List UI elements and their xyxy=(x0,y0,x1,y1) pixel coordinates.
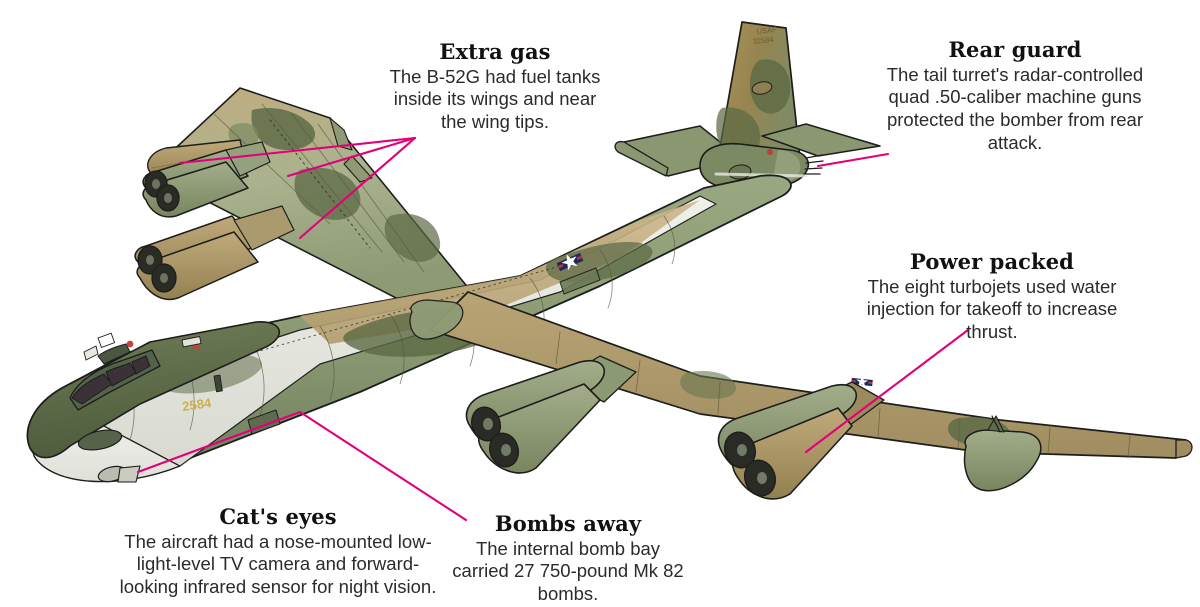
leader-extra-gas-b xyxy=(286,136,417,178)
leader-rear-guard xyxy=(816,152,890,168)
callout-body-power-packed: The eight turbojets used water injection… xyxy=(866,275,1118,343)
leader-extra-gas-a xyxy=(298,136,417,240)
right-outrigger-pod xyxy=(963,415,1042,492)
fuselage-star-insignia xyxy=(556,252,584,272)
leader-bombs-away xyxy=(298,410,468,522)
nose-serial: 2584 xyxy=(181,395,212,414)
callout-extra-gas: Extra gas The B-52G had fuel tanks insid… xyxy=(380,40,610,134)
callout-title-power-packed: Power packed xyxy=(910,249,1074,274)
callout-title-rear-guard: Rear guard xyxy=(948,37,1082,62)
callout-rear-guard: Rear guard The tail turret's radar-contr… xyxy=(880,38,1150,155)
callout-title-extra-gas: Extra gas xyxy=(439,39,551,64)
tail-marking-serial: 32584 xyxy=(752,35,774,46)
callout-body-extra-gas: The B-52G had fuel tanks inside its wing… xyxy=(389,65,601,133)
callout-body-rear-guard: The tail turret's radar-controlled quad … xyxy=(886,63,1144,154)
callout-body-bombs-away: The internal bomb bay carried 27 750-pou… xyxy=(452,537,684,605)
callout-title-bombs-away: Bombs away xyxy=(494,511,642,536)
callout-body-cats-eyes: The aircraft had a nose-mounted low-ligh… xyxy=(119,530,437,598)
fuselage: 2584 xyxy=(26,174,792,483)
tail-marking-usaf: USAF xyxy=(756,25,777,36)
callout-power-packed: Power packed The eight turbojets used wa… xyxy=(842,250,1142,344)
left-engine-pod-inner xyxy=(134,205,295,301)
callout-cats-eyes: Cat's eyes The aircraft had a nose-mount… xyxy=(113,505,443,599)
left-outrigger-pod xyxy=(409,299,464,340)
right-engine-pod-outer xyxy=(717,381,885,500)
callout-title-cats-eyes: Cat's eyes xyxy=(219,504,337,529)
leader-cats-eyes xyxy=(136,410,302,474)
callout-bombs-away: Bombs away The internal bomb bay carried… xyxy=(448,512,688,606)
leader-extra-gas-c xyxy=(178,136,417,165)
tail-assembly: USAF 32584 xyxy=(614,21,881,192)
leader-power-packed xyxy=(804,328,970,454)
leader-lines xyxy=(136,136,970,522)
cockpit xyxy=(69,332,161,411)
left-engine-pod-outer xyxy=(142,141,271,218)
right-engine-pod-inner xyxy=(465,355,637,474)
